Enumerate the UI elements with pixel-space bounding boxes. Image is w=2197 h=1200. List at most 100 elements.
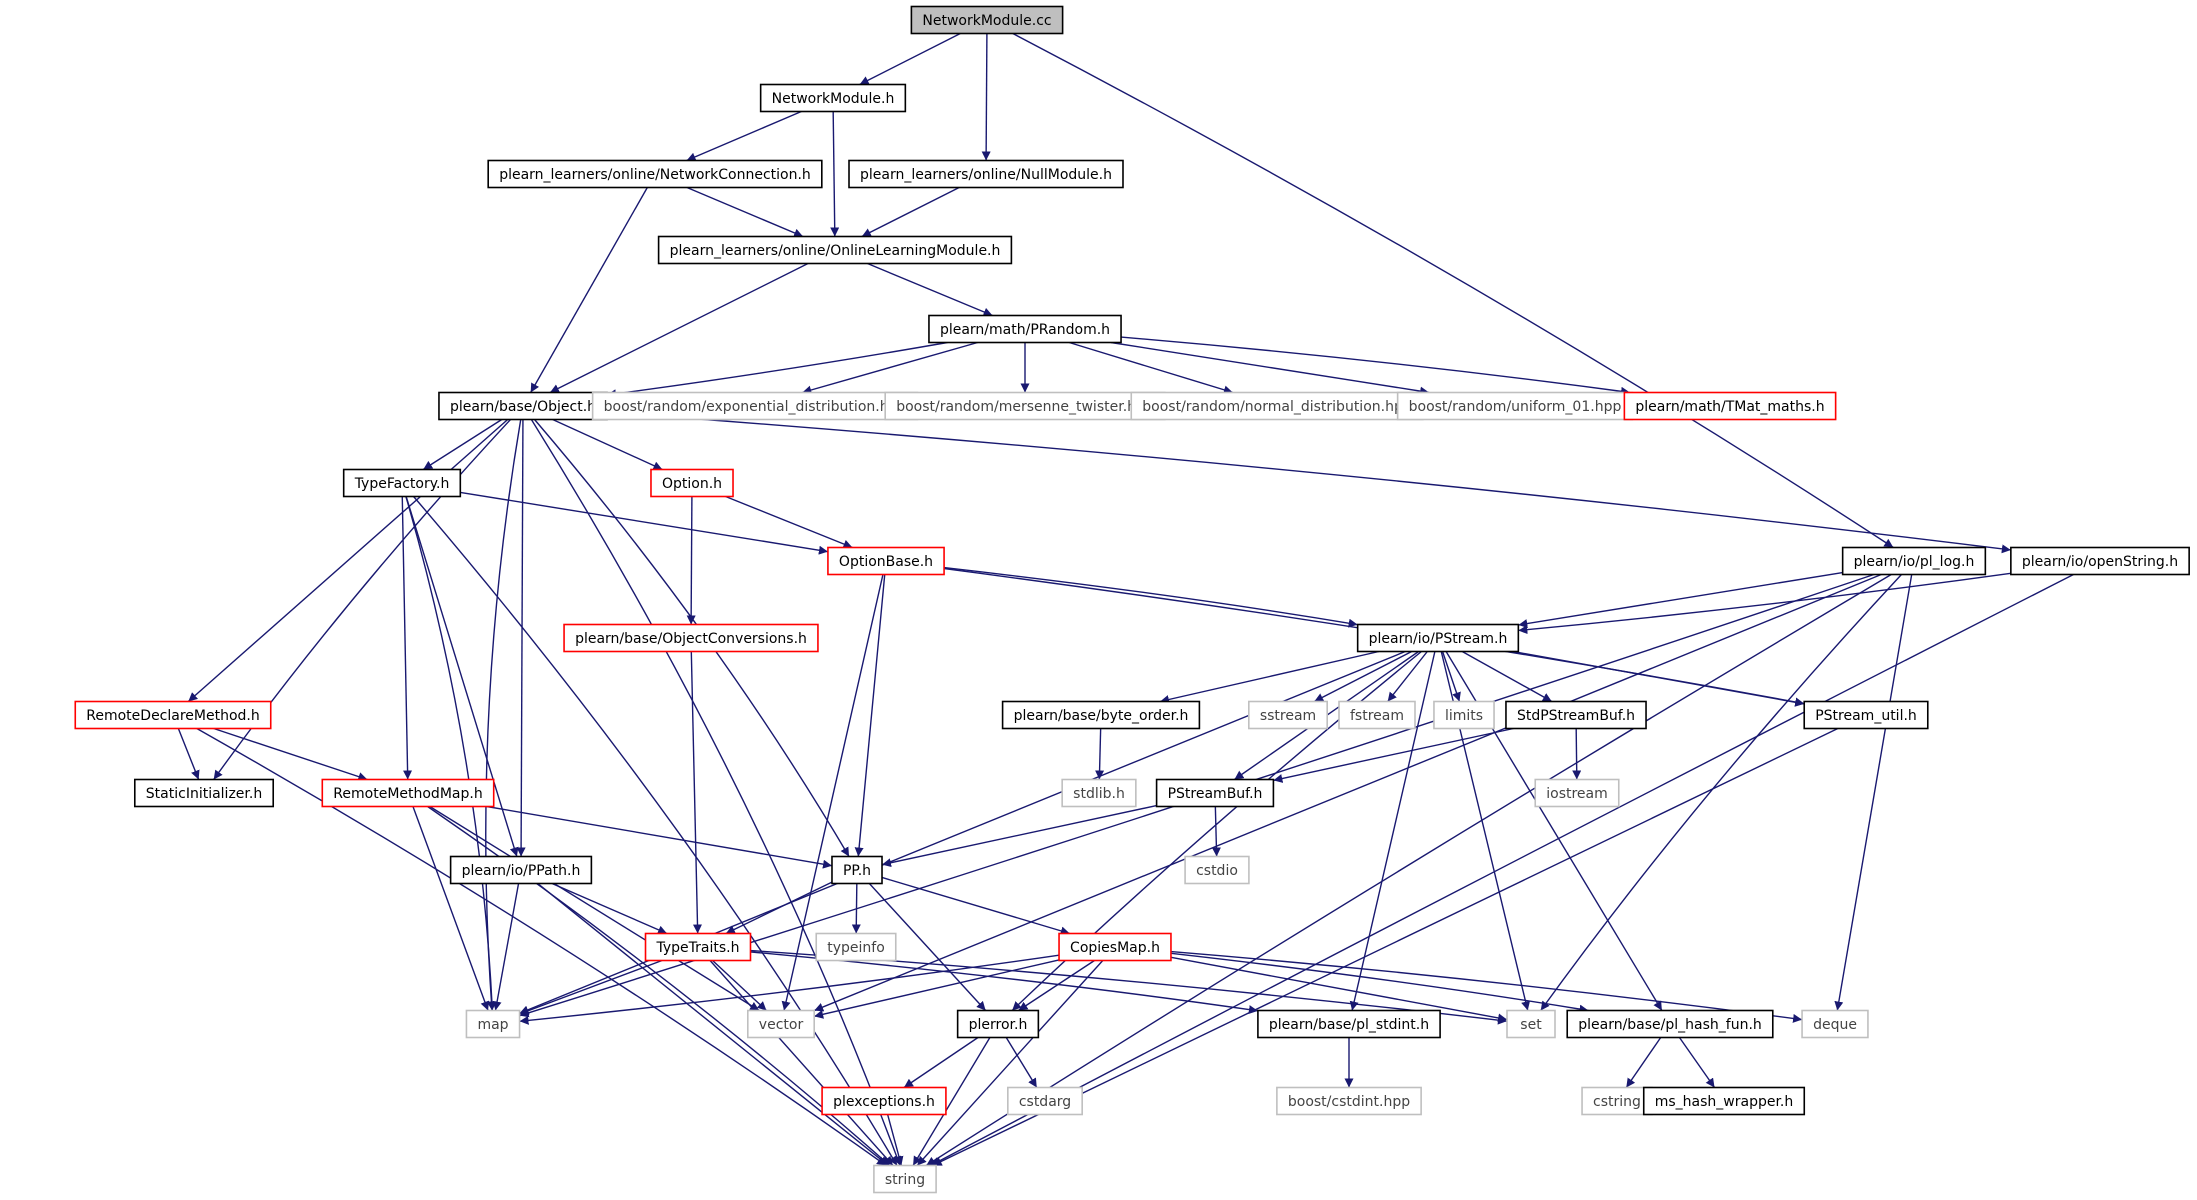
node-label: fstream <box>1350 708 1404 724</box>
node-limits: limits <box>1433 700 1495 730</box>
node-typetraits-h[interactable]: TypeTraits.h <box>644 932 752 962</box>
edge-typetraits-h-to-map <box>519 959 663 1016</box>
dependency-edges <box>177 32 2074 1167</box>
edge-plerror-h-to-plexceptions-h <box>903 1036 979 1089</box>
node-box <box>1433 700 1495 730</box>
node-prandom-h[interactable]: plearn/math/PRandom.h <box>928 314 1122 344</box>
edge-copiesmap-h-to-string <box>916 960 1104 1166</box>
node-label: PP.h <box>843 863 871 879</box>
node-vector: vector <box>746 1009 816 1039</box>
edge-plerror-h-to-string <box>912 1037 991 1166</box>
node-label: plerror.h <box>969 1017 1028 1033</box>
edge-remotemethodmap-h-to-map <box>412 806 490 1011</box>
node-tmat-maths-h[interactable]: plearn/math/TMat_maths.h <box>1623 391 1837 421</box>
node-pl-log-h[interactable]: plearn/io/pl_log.h <box>1841 546 1987 576</box>
node-box <box>1581 1086 1653 1116</box>
edge-object-h-to-ppath-h <box>516 419 526 857</box>
edge-pl-hash-fun-h-to-cstring <box>1625 1037 1662 1088</box>
node-label: plearn_learners/online/NetworkConnection… <box>499 167 811 183</box>
node-sstream: sstream <box>1248 700 1328 730</box>
node-pstream-h[interactable]: plearn/io/PStream.h <box>1356 623 1520 653</box>
node-staticinitializer-h[interactable]: StaticInitializer.h <box>133 778 275 808</box>
node-label: deque <box>1813 1017 1857 1033</box>
node-networkmodule-h[interactable]: NetworkModule.h <box>759 83 907 113</box>
node-label: TypeTraits.h <box>656 940 740 956</box>
edge-networkconnection-h-to-onlinelearningmodule-h <box>686 186 804 238</box>
node-label: string <box>885 1172 925 1188</box>
node-box <box>827 546 945 576</box>
node-remotedeclaremethod-h[interactable]: RemoteDeclareMethod.h <box>74 700 272 730</box>
node-pp-h[interactable]: PP.h <box>831 855 883 885</box>
node-byte-order-h[interactable]: plearn/base/byte_order.h <box>1001 700 1201 730</box>
edge-typefactory-h-to-string <box>413 496 898 1166</box>
node-label: boost/cstdint.hpp <box>1288 1094 1410 1110</box>
node-remotemethodmap-h[interactable]: RemoteMethodMap.h <box>321 778 495 808</box>
node-object-h[interactable]: plearn/base/Object.h <box>438 391 608 421</box>
node-iostream: iostream <box>1534 778 1620 808</box>
node-pstreambuf-h[interactable]: PStreamBuf.h <box>1155 778 1275 808</box>
node-objectconversions-h[interactable]: plearn/base/ObjectConversions.h <box>563 623 819 653</box>
node-label: plearn/base/pl_stdint.h <box>1269 1017 1429 1033</box>
edge-stdpstreambuf-h-to-pstreambuf-h <box>1273 727 1514 783</box>
node-box <box>591 391 919 421</box>
edge-copiesmap-h-to-vector <box>814 959 1060 1019</box>
node-pstream-util-h[interactable]: PStream_util.h <box>1803 700 1929 730</box>
edge-object-h-to-map <box>485 419 522 1011</box>
edge-openstring-h-to-pstream-h <box>1518 572 2011 635</box>
node-label: limits <box>1445 708 1483 724</box>
node-box <box>848 159 1124 189</box>
node-nullmodule-h[interactable]: plearn_learners/online/NullModule.h <box>848 159 1124 189</box>
node-ppath-h[interactable]: plearn/io/PPath.h <box>449 855 593 885</box>
edge-networkmodule-h-to-onlinelearningmodule-h <box>830 111 840 237</box>
node-box <box>1801 1009 1869 1039</box>
edge-typefactory-h-to-optionbase-h <box>460 491 829 555</box>
edge-remotedeclaremethod-h-to-string <box>196 727 887 1167</box>
edge-pl-hash-fun-h-to-ms-hash-wrapper-h <box>1678 1037 1716 1088</box>
node-label: Option.h <box>662 476 722 492</box>
edge-object-h-to-option-h <box>552 418 663 471</box>
node-copiesmap-h[interactable]: CopiesMap.h <box>1058 932 1172 962</box>
node-label: set <box>1520 1017 1542 1033</box>
node-label: PStreamBuf.h <box>1168 786 1263 802</box>
node-label: stdlib.h <box>1073 786 1125 802</box>
edge-pp-h-to-plerror-h <box>868 883 987 1011</box>
node-ms-hash-wrapper-h[interactable]: ms_hash_wrapper.h <box>1642 1086 1806 1116</box>
node-box <box>465 1009 521 1039</box>
edge-optionbase-h-to-vector <box>781 574 884 1011</box>
node-box <box>1566 1009 1774 1039</box>
node-plexceptions-h[interactable]: plexceptions.h <box>821 1086 947 1116</box>
node-fstream: fstream <box>1338 700 1416 730</box>
edge-pstreambuf-h-to-pp-h <box>881 804 1157 868</box>
node-label: plearn/base/ObjectConversions.h <box>575 631 807 647</box>
node-label: plearn/base/pl_hash_fun.h <box>1578 1017 1762 1033</box>
node-plerror-h[interactable]: plerror.h <box>956 1009 1040 1039</box>
node-openstring-h[interactable]: plearn/io/openString.h <box>2010 546 2190 576</box>
node-stdpstreambuf-h[interactable]: StdPStreamBuf.h <box>1505 700 1647 730</box>
edge-ppath-h-to-map <box>492 883 520 1011</box>
edge-typefactory-h-to-remotemethodmap-h <box>401 496 413 780</box>
node-label: cstdarg <box>1019 1094 1071 1110</box>
node-box <box>1184 855 1250 885</box>
node-label: plearn/io/pl_log.h <box>1854 554 1975 570</box>
edge-pstream-h-to-byte-order-h <box>1159 650 1380 704</box>
node-box <box>650 468 734 498</box>
node-optionbase-h[interactable]: OptionBase.h <box>827 546 945 576</box>
node-networkconnection-h[interactable]: plearn_learners/online/NetworkConnection… <box>487 159 823 189</box>
node-networkmodule-cc[interactable]: NetworkModule.cc <box>910 5 1064 35</box>
node-mersenne-twister-hpp: boost/random/mersenne_twister.hpp <box>884 391 1166 421</box>
edge-optionbase-h-to-pstream-h <box>943 566 1358 628</box>
node-option-h[interactable]: Option.h <box>650 468 734 498</box>
node-onlinelearningmodule-h[interactable]: plearn_learners/online/OnlineLearningMod… <box>657 235 1013 265</box>
node-box <box>1803 700 1929 730</box>
node-box <box>821 1086 947 1116</box>
edge-networkmodule-h-to-networkconnection-h <box>686 110 802 162</box>
edge-onlinelearningmodule-h-to-prandom-h <box>867 262 993 317</box>
node-box <box>1841 546 1987 576</box>
node-typefactory-h[interactable]: TypeFactory.h <box>342 468 462 498</box>
node-pl-hash-fun-h[interactable]: plearn/base/pl_hash_fun.h <box>1566 1009 1774 1039</box>
edge-prandom-h-to-normal-distribution-hpp <box>1068 341 1234 395</box>
node-pl-stdint-h[interactable]: plearn/base/pl_stdint.h <box>1257 1009 1441 1039</box>
edge-pl-log-h-to-vector <box>813 573 1882 1012</box>
node-box <box>746 1009 816 1039</box>
node-box <box>342 468 462 498</box>
